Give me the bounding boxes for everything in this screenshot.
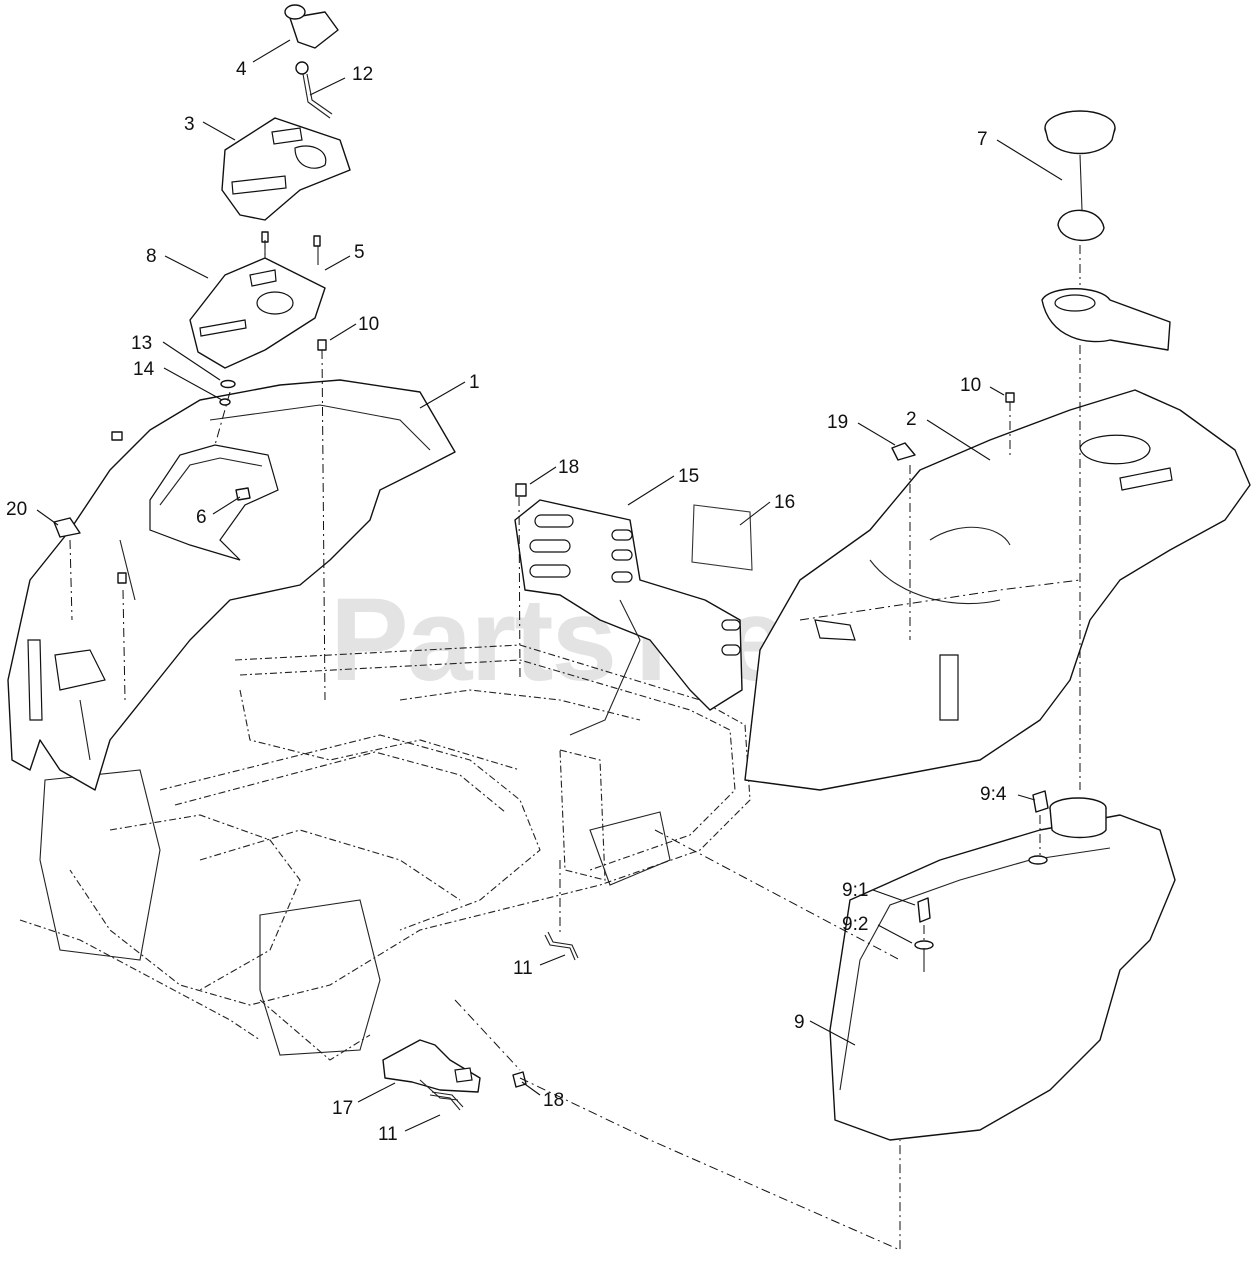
plug-part-19 — [891, 442, 916, 461]
rod-part-11 — [429, 931, 579, 1111]
plate-part-8 — [189, 240, 326, 369]
callout-9: 9 — [794, 1012, 805, 1033]
leader-lines — [36, 39, 1063, 1132]
callout-9-4: 9:4 — [980, 784, 1007, 805]
rod-part-12 — [295, 61, 333, 119]
fuel-tank-part-9 — [829, 797, 1176, 1141]
label-part-16 — [691, 504, 753, 571]
callout-10-left: 10 — [358, 314, 379, 335]
callout-18-bottom: 18 — [543, 1090, 564, 1111]
right-fender-part-2 — [744, 389, 1251, 791]
control-knob-part-4 — [284, 4, 339, 49]
callout-17: 17 — [332, 1098, 353, 1119]
fuel-cap-part-7 — [1041, 110, 1171, 351]
callout-5: 5 — [354, 242, 365, 263]
callout-11-bottom: 11 — [378, 1124, 398, 1145]
callout-2: 2 — [906, 409, 917, 430]
callout-18-top: 18 — [558, 457, 579, 478]
hardware — [111, 231, 1015, 1088]
callout-8: 8 — [146, 246, 157, 267]
callout-6: 6 — [196, 507, 207, 528]
callout-7: 7 — [977, 129, 988, 150]
panel-part-3 — [221, 117, 351, 221]
plug-part-20 — [53, 517, 81, 538]
callout-3: 3 — [184, 114, 195, 135]
alignment-lines — [69, 240, 1081, 1251]
left-fender-part-1 — [7, 379, 456, 791]
callout-14: 14 — [133, 359, 155, 380]
callout-4: 4 — [236, 59, 247, 80]
callout-13: 13 — [131, 333, 152, 354]
callout-9-2: 9:2 — [842, 914, 868, 935]
callout-11-top: 11 — [513, 958, 533, 979]
bracket-part-17 — [382, 1039, 481, 1101]
heat-shield-part-15 — [514, 499, 743, 736]
callout-12: 12 — [352, 64, 373, 85]
callout-16: 16 — [774, 492, 795, 513]
callout-9-1: 9:1 — [842, 880, 868, 901]
fittings-part-9 — [914, 790, 1049, 972]
chassis-frame — [19, 644, 751, 1061]
callout-labels: 4 12 3 7 8 5 10 13 14 1 10 19 2 18 15 16… — [6, 59, 1007, 1145]
callout-10-right: 10 — [960, 375, 981, 396]
callout-1: 1 — [469, 372, 480, 393]
callout-19: 19 — [827, 412, 848, 433]
callout-15: 15 — [678, 466, 699, 487]
callout-20: 20 — [6, 499, 27, 520]
